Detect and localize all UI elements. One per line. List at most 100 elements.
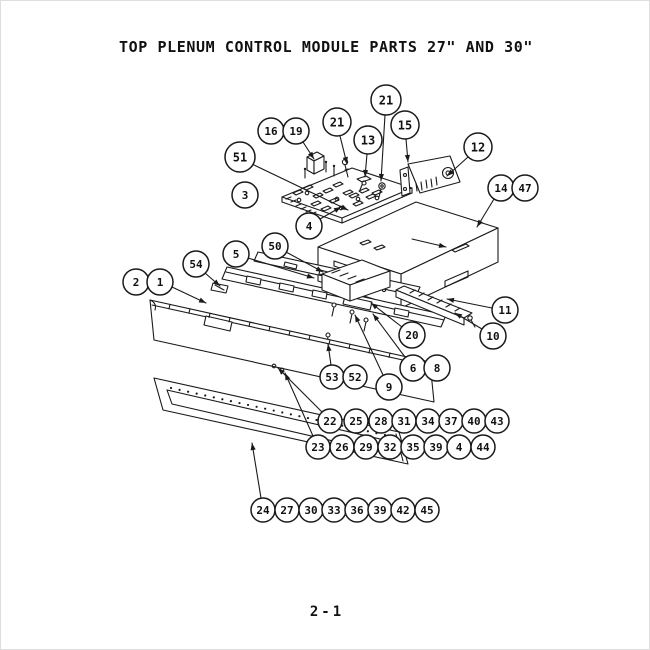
svg-text:12: 12 — [471, 140, 485, 154]
svg-text:53: 53 — [325, 371, 338, 384]
balloon-16: 16 — [257, 117, 285, 145]
balloon-47: 47 — [511, 174, 539, 202]
svg-text:21: 21 — [330, 115, 344, 129]
balloon-3: 3 — [231, 181, 259, 209]
balloon-10: 10 — [479, 322, 507, 350]
svg-text:9: 9 — [386, 381, 393, 394]
page-title: TOP PLENUM CONTROL MODULE PARTS 27" AND … — [119, 38, 533, 56]
balloon-39: 39 — [423, 434, 449, 460]
svg-text:8: 8 — [434, 362, 441, 375]
svg-text:28: 28 — [374, 415, 387, 428]
svg-text:51: 51 — [233, 150, 247, 164]
balloon-21: 21 — [370, 84, 402, 116]
balloon-4: 4 — [295, 212, 323, 240]
svg-text:5: 5 — [233, 248, 240, 261]
balloon-42: 42 — [390, 497, 416, 523]
balloon-6: 6 — [399, 354, 427, 382]
balloon-27: 27 — [274, 497, 300, 523]
balloon-19: 19 — [282, 117, 310, 145]
balloon-28: 28 — [368, 408, 394, 434]
balloon-31: 31 — [391, 408, 417, 434]
page-number: 2-1 — [310, 604, 344, 620]
balloon-13: 13 — [353, 125, 383, 155]
svg-text:29: 29 — [359, 441, 372, 454]
svg-text:30: 30 — [304, 504, 317, 517]
escutcheon-strip — [210, 266, 447, 328]
svg-text:44: 44 — [476, 441, 490, 454]
svg-text:14: 14 — [494, 182, 508, 195]
svg-text:39: 39 — [373, 504, 386, 517]
svg-text:4: 4 — [456, 441, 463, 454]
balloon-15: 15 — [390, 110, 420, 140]
balloon-4: 4 — [446, 434, 472, 460]
balloon-30: 30 — [298, 497, 324, 523]
balloon-44: 44 — [470, 434, 496, 460]
balloon-26: 26 — [329, 434, 355, 460]
svg-text:16: 16 — [264, 125, 278, 138]
svg-text:24: 24 — [256, 504, 270, 517]
svg-text:27: 27 — [280, 504, 293, 517]
svg-text:4: 4 — [306, 220, 313, 233]
svg-text:3: 3 — [242, 189, 249, 202]
balloon-40: 40 — [461, 408, 487, 434]
balloon-50: 50 — [261, 232, 289, 260]
svg-text:52: 52 — [348, 371, 361, 384]
leader-lines — [171, 114, 495, 499]
svg-text:23: 23 — [311, 441, 324, 454]
balloon-11: 11 — [491, 296, 519, 324]
svg-text:37: 37 — [444, 415, 457, 428]
balloon-39: 39 — [367, 497, 393, 523]
balloon-52: 52 — [342, 364, 368, 390]
balloon-33: 33 — [321, 497, 347, 523]
svg-text:33: 33 — [327, 504, 340, 517]
svg-text:10: 10 — [486, 330, 499, 343]
svg-text:47: 47 — [518, 182, 531, 195]
balloon-2: 2 — [122, 268, 150, 296]
svg-text:11: 11 — [498, 304, 512, 317]
balloon-20: 20 — [398, 321, 426, 349]
svg-text:2: 2 — [133, 276, 140, 289]
balloon-14: 14 — [487, 174, 515, 202]
svg-text:34: 34 — [421, 415, 435, 428]
balloon-29: 29 — [353, 434, 379, 460]
balloon-22: 22 — [317, 408, 343, 434]
svg-text:45: 45 — [420, 504, 433, 517]
switch-channel — [321, 259, 391, 348]
mounting-bracket-small — [306, 151, 325, 175]
balloon-21: 21 — [322, 107, 352, 137]
svg-text:40: 40 — [467, 415, 480, 428]
svg-text:20: 20 — [405, 329, 418, 342]
svg-text:42: 42 — [396, 504, 409, 517]
balloon-36: 36 — [344, 497, 370, 523]
svg-text:39: 39 — [429, 441, 442, 454]
balloon-24: 24 — [250, 497, 276, 523]
balloon-8: 8 — [423, 354, 451, 382]
balloon-35: 35 — [400, 434, 426, 460]
balloon-51: 51 — [224, 141, 256, 173]
balloon-54: 54 — [182, 250, 210, 278]
svg-text:13: 13 — [361, 133, 375, 147]
svg-text:43: 43 — [490, 415, 503, 428]
balloon-12: 12 — [463, 132, 493, 162]
svg-text:1: 1 — [157, 276, 164, 289]
svg-text:6: 6 — [410, 362, 417, 375]
balloon-45: 45 — [414, 497, 440, 523]
transformer — [399, 155, 461, 197]
svg-text:31: 31 — [397, 415, 411, 428]
svg-text:36: 36 — [350, 504, 364, 517]
balloon-5: 5 — [222, 240, 250, 268]
svg-text:50: 50 — [268, 240, 281, 253]
svg-text:15: 15 — [398, 118, 412, 132]
balloon-23: 23 — [305, 434, 331, 460]
svg-text:25: 25 — [349, 415, 362, 428]
balloon-1: 1 — [146, 268, 174, 296]
svg-text:35: 35 — [406, 441, 419, 454]
balloon-32: 32 — [377, 434, 403, 460]
balloon-25: 25 — [343, 408, 369, 434]
svg-text:21: 21 — [379, 93, 393, 107]
svg-text:54: 54 — [189, 258, 203, 271]
terminal-strip — [395, 285, 476, 328]
